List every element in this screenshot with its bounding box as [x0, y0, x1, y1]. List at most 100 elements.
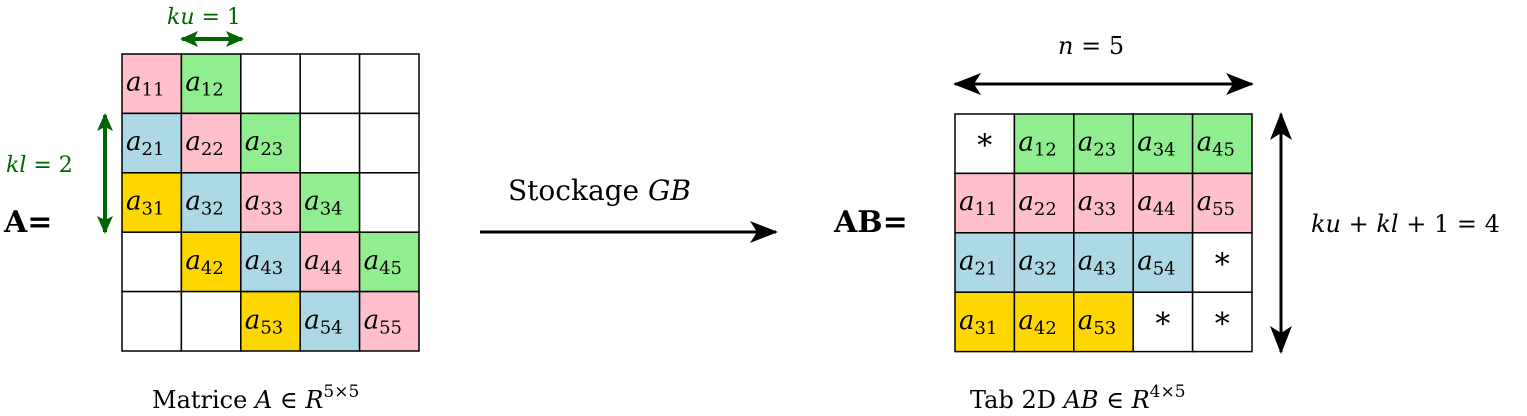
matrix-a-cell-text: a43	[245, 246, 283, 279]
matrix-a-caption-rel: ∈	[272, 386, 305, 414]
matrix-a-cell-subscript: 23	[260, 139, 283, 160]
matrix-a-cell-subscript: 42	[201, 258, 224, 279]
matrix-a-caption-sup: 5×5	[323, 382, 359, 402]
matrix-ab-cell-subscript: 11	[975, 199, 998, 220]
matrix-a-cell-1-3	[240, 53, 301, 115]
matrix-ab-cell-base: a	[1078, 187, 1094, 217]
matrix-ab-cell-base: a	[1018, 247, 1034, 277]
matrix-ab-cell-text: a33	[1078, 187, 1116, 220]
matrix-a-cell-subscript: 11	[142, 80, 165, 101]
kl-rest: = 2	[26, 153, 72, 178]
matrix-a-cell-5-4	[299, 290, 361, 352]
storage-label-prefix: Stockage	[508, 174, 648, 207]
matrix-ab-cell-text: a53	[1078, 306, 1116, 339]
matrix-ab-cell-text: *	[1155, 307, 1170, 342]
matrix-a-cell-base: a	[304, 187, 320, 217]
matrix-a-cell-subscript: 45	[379, 258, 402, 279]
height-plus1: +	[1341, 210, 1376, 238]
matrix-a-cell-subscript: 44	[320, 258, 343, 279]
matrix-ab-cell-subscript: 23	[1093, 140, 1116, 161]
matrix-a-cell-text: a44	[304, 246, 342, 279]
matrix-a-cell-5-5	[358, 290, 420, 352]
matrix-ab-cell-text: a32	[1018, 247, 1056, 280]
ku-label: ku = 1	[167, 5, 241, 30]
matrix-ab-cell-4-5	[1191, 291, 1253, 353]
matrix-a-cell-2-2	[180, 112, 242, 174]
matrix-a-cell-5-1	[121, 290, 183, 352]
matrix-a-caption-set: R	[304, 386, 323, 414]
matrix-ab-cell-text: a11	[959, 187, 997, 220]
matrix-a-cell-4-5	[358, 231, 420, 293]
matrix-ab-cell-base: a	[1197, 128, 1213, 158]
matrix-ab-cell-text: a54	[1137, 247, 1175, 280]
matrix-ab-cell-base: a	[1137, 187, 1153, 217]
matrix-ab-cell-subscript: 54	[1153, 259, 1176, 280]
matrix-a-cell-text: a32	[185, 187, 223, 220]
matrix-ab-cell-subscript: 42	[1034, 318, 1057, 339]
matrix-ab-cell-3-4	[1132, 232, 1194, 293]
matrix-a-cell-text: a54	[304, 305, 342, 338]
matrix-a-cell-base: a	[126, 187, 142, 217]
matrix-a-cell-2-3	[240, 112, 301, 174]
matrix-ab-cell-text: a22	[1018, 187, 1056, 220]
matrix-a-cell-base: a	[185, 127, 201, 157]
matrix-ab-cell-text: *	[1215, 307, 1230, 342]
kl-label: kl = 2	[6, 153, 73, 178]
matrix-ab-cell-subscript: 31	[975, 318, 998, 339]
matrix-a-cell-subscript: 21	[142, 139, 165, 160]
matrix-ab-cell-subscript: 33	[1093, 199, 1116, 220]
matrix-a-cell-5-2	[180, 290, 242, 352]
matrix-ab-caption-sup: 4×5	[1150, 382, 1186, 402]
matrix-a-cell-text: a12	[185, 68, 223, 101]
ku-var: ku	[167, 5, 195, 30]
matrix-a-cell-subscript: 31	[142, 199, 165, 220]
matrix-ab-cell-subscript: 43	[1093, 259, 1116, 280]
matrix-ab-cell-subscript: 21	[975, 259, 998, 280]
matrix-a-cell-5-3	[240, 290, 301, 352]
matrix-a-cell-subscript: 33	[260, 199, 283, 220]
matrix-a-cell-base: a	[304, 246, 320, 276]
matrix-a-cell-text: a23	[245, 127, 283, 160]
matrix-a-cell-text: a31	[126, 187, 164, 220]
matrix-a-cell-base: a	[364, 246, 380, 276]
height-label: ku + kl + 1 = 4	[1311, 210, 1500, 238]
matrix-ab-cell-text: a44	[1137, 187, 1175, 220]
matrix-ab-cell-base: a	[1078, 306, 1094, 336]
n-rest: = 5	[1073, 32, 1124, 60]
matrix-ab-cell-subscript: 53	[1093, 318, 1116, 339]
matrix-a-cell-subscript: 34	[320, 199, 343, 220]
n-label: n = 5	[1058, 32, 1124, 60]
storage-label-var: GB	[648, 174, 691, 207]
matrix-a-cell-1-4	[299, 53, 361, 115]
matrix-ab-cell-text: a42	[1018, 306, 1056, 339]
height-rest: + 1 = 4	[1399, 210, 1500, 238]
matrix-ab-caption-rel: ∈	[1099, 386, 1132, 414]
matrix-ab-cell-text: *	[1215, 248, 1230, 283]
matrix-a-cell-text: a42	[185, 246, 223, 279]
matrix-a-caption-prefix: Matrice	[152, 386, 255, 414]
matrix-a-cell-1-5	[358, 53, 420, 115]
matrix-a-cell-base: a	[245, 187, 261, 217]
matrix-a-cell-text: a45	[364, 246, 402, 279]
height-var1: ku	[1311, 210, 1341, 238]
matrix-ab-caption-set: R	[1131, 386, 1150, 414]
matrix-ab-cell-base: a	[1078, 128, 1094, 158]
matrix-ab-cell-3-5	[1191, 232, 1253, 293]
matrix-ab-cell-base: a	[1018, 187, 1034, 217]
matrix-a-cell-base: a	[364, 305, 380, 335]
matrix-a-cell-4-4	[299, 231, 361, 293]
matrix-ab-cell-base: a	[1018, 128, 1034, 158]
matrix-a-cell-text: a53	[245, 305, 283, 338]
matrix-ab-caption: Tab 2D AB ∈ R4×5	[970, 382, 1186, 414]
matrix-ab-cell-base: a	[1137, 247, 1153, 277]
matrix-a-cell-text: a21	[126, 127, 164, 160]
matrix-ab-cell-subscript: 12	[1034, 140, 1057, 161]
matrix-ab-cell-2-2	[1013, 172, 1075, 234]
kl-var: kl	[6, 153, 26, 178]
matrix-ab-cell-4-4	[1132, 291, 1194, 353]
matrix-a-label: A=	[3, 205, 52, 240]
matrix-a-caption: Matrice A ∈ R5×5	[152, 382, 359, 414]
